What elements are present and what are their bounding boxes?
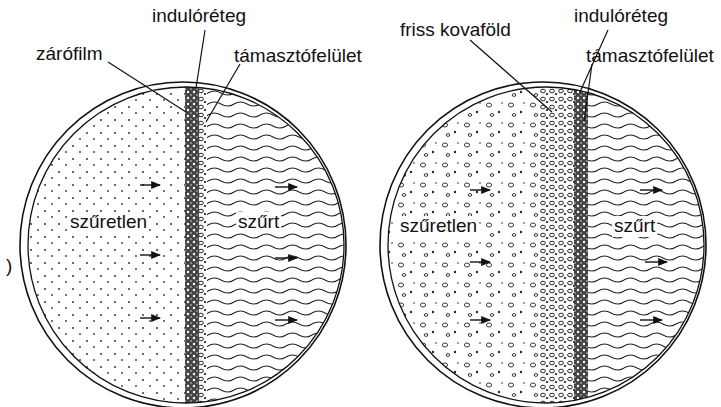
layer-label: támasztófelület <box>584 46 716 67</box>
region-label: szűrt <box>612 216 657 237</box>
panel-letter: ) <box>4 256 14 277</box>
layer-label: indulóréteg <box>572 6 670 27</box>
region-label: szűrt <box>236 212 281 233</box>
region-label: szűretlen <box>398 216 479 237</box>
layer-label: friss kovaföld <box>398 20 513 41</box>
layer-label: indulóréteg <box>150 6 248 27</box>
layer-label: zárófilm <box>34 44 105 65</box>
layer-label: támasztófelület <box>232 46 364 67</box>
region-label: szűretlen <box>68 212 149 233</box>
